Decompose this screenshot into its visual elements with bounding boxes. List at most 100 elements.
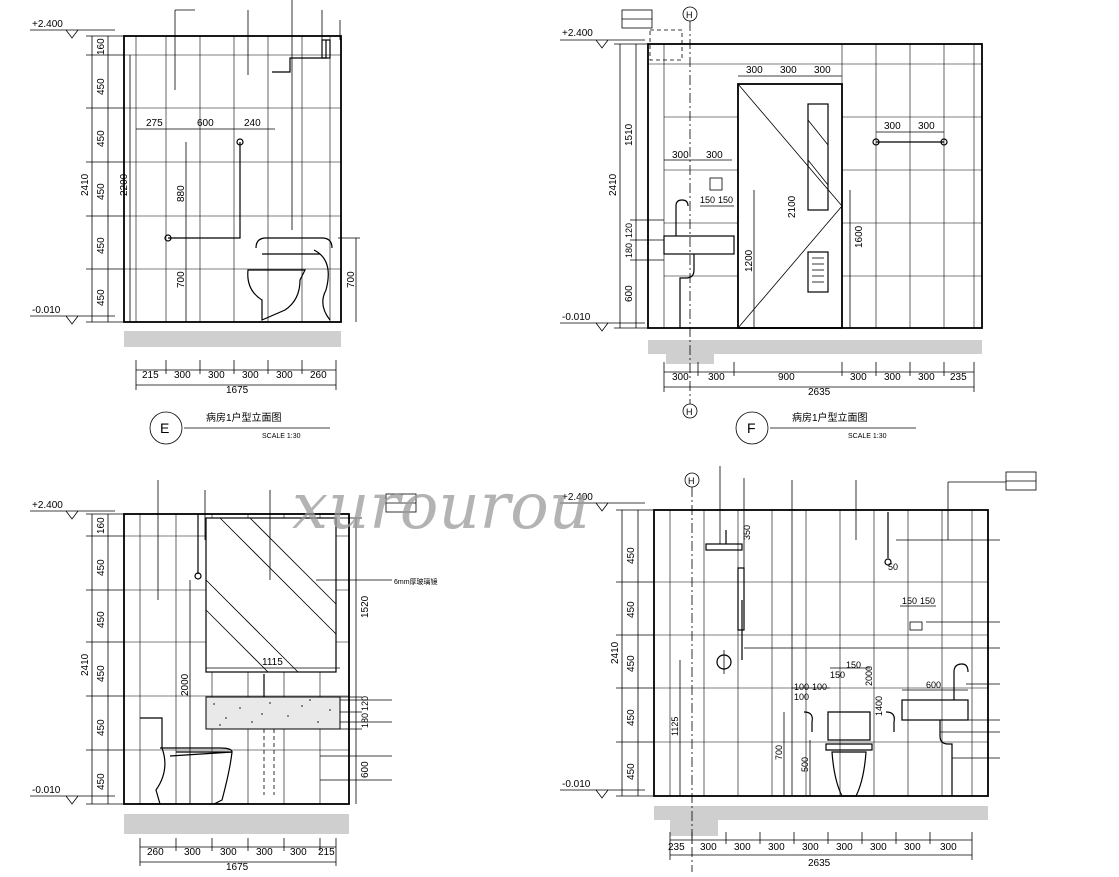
- panel-e-top-dim-1: 275: [146, 118, 163, 129]
- panel-e-top-dim-3: 240: [244, 118, 261, 129]
- panel-h-dim-700: 700: [774, 745, 784, 760]
- panel-h-bdim-2: 300: [700, 842, 717, 853]
- panel-f-vdim-4: 600: [624, 285, 635, 302]
- panel-h-vdim-1: 450: [626, 547, 637, 564]
- panel-e-scale: SCALE 1:30: [262, 433, 301, 440]
- panel-f-elevation: +2.400 -0.010: [560, 6, 983, 445]
- panel-g-vdim-2: 450: [96, 559, 107, 576]
- watermark: xurourou: [292, 470, 590, 544]
- panel-h-dim-150d: 150: [920, 596, 935, 606]
- panel-e-vdim-6: 450: [96, 289, 107, 306]
- panel-g-bdim-4: 300: [256, 847, 273, 858]
- panel-e-elevation: +2.400 -0.010: [30, 0, 360, 445]
- panel-g-vdim-4: 450: [96, 665, 107, 682]
- panel-f-level-bottom: -0.010: [562, 312, 591, 323]
- panel-h-dim-600: 600: [926, 680, 941, 690]
- panel-f-bdim-5: 300: [884, 372, 901, 383]
- panel-h-dim-150c: 150: [902, 596, 917, 606]
- panel-f-ltop-dim-2: 300: [706, 150, 723, 161]
- panel-e-bdim-2: 300: [174, 370, 191, 381]
- panel-e-bdim-4: 300: [242, 370, 259, 381]
- panel-f-top-dim-3: 300: [814, 65, 831, 76]
- panel-h-bdim-5: 300: [802, 842, 819, 853]
- panel-h-axis-top: H: [688, 476, 695, 486]
- panel-g-total-height: 2410: [80, 653, 91, 676]
- panel-h-dim-50: 50: [888, 562, 898, 572]
- panel-e-top-dim-2: 600: [197, 118, 214, 129]
- panel-f-axis-bottom: H: [686, 407, 693, 417]
- panel-h-dim-100a: 100: [794, 682, 809, 692]
- panel-e-vdim-3: 450: [96, 130, 107, 147]
- panel-h-bdim-8: 300: [904, 842, 921, 853]
- panel-g-glass-label: 6mm厚玻璃镜: [394, 577, 438, 586]
- panel-h-total-width: 2635: [808, 858, 831, 869]
- panel-f-top-dim-1: 300: [746, 65, 763, 76]
- panel-h-bdim-1: 235: [668, 842, 685, 853]
- panel-e-bdim-1: 215: [142, 370, 159, 381]
- panel-g-elevation: +2.400 -0.010: [30, 480, 438, 873]
- panel-g-rdim-2: 180: [360, 713, 370, 728]
- panel-e-dim-700b: 700: [346, 271, 357, 288]
- panel-h-bdim-3: 300: [734, 842, 751, 853]
- panel-h-bdim-7: 300: [870, 842, 887, 853]
- panel-g-level-bottom: -0.010: [32, 785, 61, 796]
- panel-f-bdim-1: 300: [672, 372, 689, 383]
- panel-g-vdim-5: 450: [96, 719, 107, 736]
- panel-f-level-top: +2.400: [562, 28, 593, 39]
- panel-f-dim-1600: 1600: [854, 225, 865, 248]
- panel-h-bdim-6: 300: [836, 842, 853, 853]
- panel-f-bdim-3: 900: [778, 372, 795, 383]
- panel-h-vdim-4: 450: [626, 709, 637, 726]
- panel-f-vdim-2: 180: [624, 243, 634, 258]
- panel-g-rdim-4: 600: [360, 761, 371, 778]
- panel-h-dim-350: 350: [742, 525, 752, 540]
- panel-f-top-dim-2: 300: [780, 65, 797, 76]
- panel-h-bdim-9: 300: [940, 842, 957, 853]
- panel-f-vdim-3: 120: [624, 223, 634, 238]
- panel-g-level-top: +2.400: [32, 500, 63, 511]
- panel-g-total-width: 1675: [226, 862, 249, 872]
- panel-f-bdim-6: 300: [918, 372, 935, 383]
- panel-g-bdim-2: 300: [184, 847, 201, 858]
- panel-e-vdim-2: 450: [96, 78, 107, 95]
- panel-g-bdim-3: 300: [220, 847, 237, 858]
- panel-h-total-height: 2410: [610, 641, 621, 664]
- panel-e-inner-height: 2200: [119, 173, 130, 196]
- panel-g-bdim-6: 215: [318, 847, 335, 858]
- panel-h-dim-1125: 1125: [670, 717, 680, 736]
- panel-e-title: 病房1户型立面图: [206, 411, 282, 424]
- panel-h-dim-1400: 1400: [874, 696, 884, 716]
- panel-f-marker: F: [747, 420, 756, 436]
- panel-f-ltop-dim-1: 300: [672, 150, 689, 161]
- panel-f-rtop-dim-2: 300: [918, 121, 935, 132]
- panel-e-total-height: 2410: [80, 173, 91, 196]
- panel-h-vdim-3: 450: [626, 655, 637, 672]
- panel-h-vdim-2: 450: [626, 601, 637, 618]
- panel-f-dim-1200: 1200: [744, 249, 755, 272]
- panel-e-dim-700a: 700: [176, 271, 187, 288]
- panel-g-bdim-5: 300: [290, 847, 307, 858]
- panel-f-door-height: 2100: [787, 195, 798, 218]
- panel-h-bdim-4: 300: [768, 842, 785, 853]
- panel-f-axis-top: H: [686, 10, 693, 20]
- panel-e-vdim-1: 160: [96, 38, 107, 55]
- panel-g-vdim-1: 160: [96, 517, 107, 534]
- panel-e-vdim-5: 450: [96, 237, 107, 254]
- panel-f-bdim-2: 300: [708, 372, 725, 383]
- panel-h-dim-500: 500: [800, 757, 810, 772]
- panel-h-level-bottom: -0.010: [562, 779, 591, 790]
- panel-f-small-dim-2: 150: [718, 195, 733, 205]
- panel-g-dim-1115: 1115: [262, 657, 283, 668]
- panel-f-vdim-1: 1510: [624, 123, 635, 146]
- panel-e-level-bottom: -0.010: [32, 305, 61, 316]
- panel-e-dim-880: 880: [176, 185, 187, 202]
- panel-e-bdim-6: 260: [310, 370, 327, 381]
- panel-f-bdim-7: 235: [950, 372, 967, 383]
- panel-f-rtop-dim-1: 300: [884, 121, 901, 132]
- panel-e-marker: E: [160, 420, 169, 436]
- panel-h-vdim-5: 450: [626, 763, 637, 780]
- panel-f-bdim-4: 300: [850, 372, 867, 383]
- panel-h-dim-100c: 100: [794, 692, 809, 702]
- panel-f-small-dim-1: 150: [700, 195, 715, 205]
